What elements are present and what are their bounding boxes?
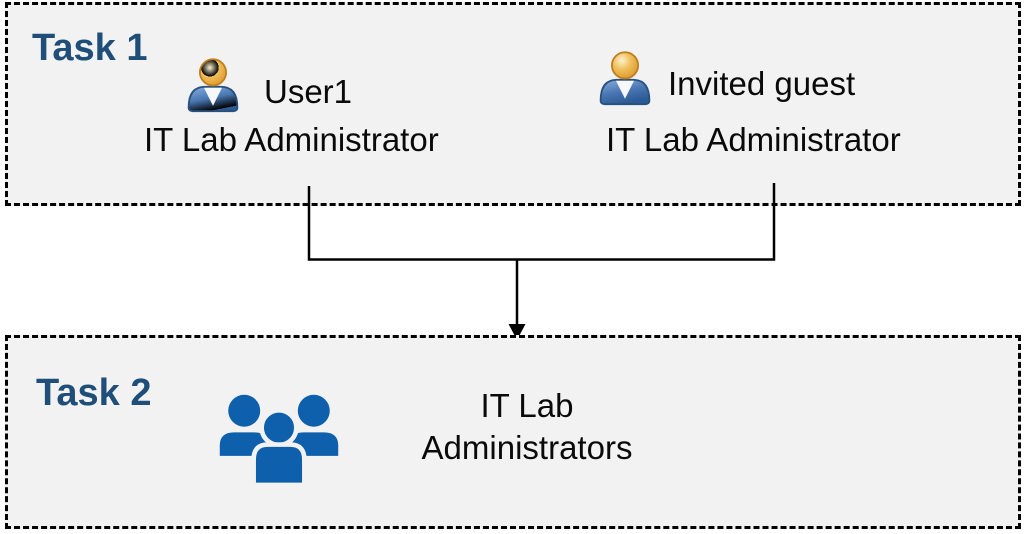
user-head [611, 51, 639, 80]
person-name: User1 [264, 73, 353, 110]
user-head [199, 58, 227, 87]
task2-label: Task 2 [36, 372, 152, 414]
group-left-head [228, 394, 261, 427]
user-icon [187, 58, 239, 113]
person-role: IT Lab Administrator [144, 121, 439, 158]
group-right-head [297, 394, 330, 427]
task1-label: Task 1 [32, 27, 148, 69]
group-icon [219, 394, 339, 488]
group-name-line1: IT Lab [480, 387, 574, 424]
group-center-head [259, 407, 299, 448]
user-collar [203, 87, 223, 106]
person-role: IT Lab Administrator [606, 121, 901, 158]
task1-box: Task 1 [5, 2, 1021, 206]
person-name: Invited guest [668, 65, 856, 102]
group-icon [216, 391, 342, 490]
group-name: IT Lab Administrators [377, 385, 677, 469]
task2-box: Task 2 IT Lab Administrators [5, 335, 1021, 529]
user-icon [184, 57, 242, 118]
user-collar [615, 80, 635, 99]
group-name-line2: Administrators [421, 429, 633, 466]
user-icon [599, 51, 651, 106]
group-center-body [251, 442, 307, 488]
user-icon [596, 50, 654, 111]
